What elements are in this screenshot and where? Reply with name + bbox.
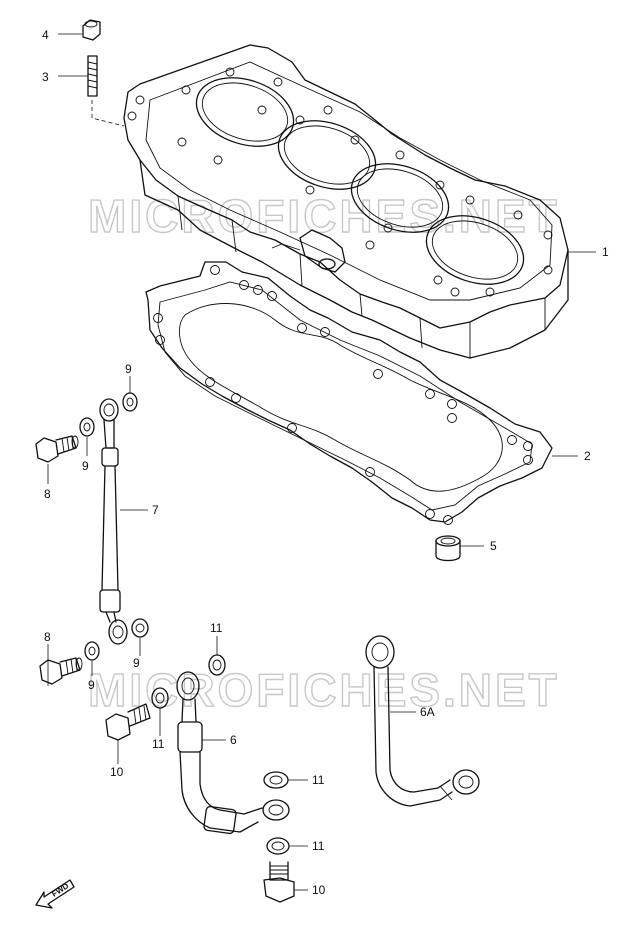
union-bolt[interactable] [35,435,79,463]
watermark-top: MICROFICHES.NET [88,190,560,242]
washer[interactable] [84,641,100,661]
callout-labels: 4 3 1 9 2 9 8 7 5 11 8 9 9 6A 6 11 10 11… [42,28,609,897]
callout-8: 8 [44,487,51,501]
callout-11: 11 [312,839,325,853]
stud-bolt[interactable] [87,55,125,127]
cylinder-base-gasket[interactable] [145,261,553,525]
callout-7: 7 [152,503,159,517]
oil-pipe-alternate[interactable] [365,635,480,807]
callout-9: 9 [133,656,140,670]
callout-9: 9 [88,678,95,692]
washer[interactable] [263,771,289,789]
callout-2: 2 [584,449,591,463]
callout-9: 9 [82,459,89,473]
callout-11: 11 [312,773,325,787]
callout-11: 11 [210,621,223,635]
washer[interactable] [131,618,149,638]
dowel-pin[interactable] [435,535,461,562]
cylinder-block[interactable] [123,44,569,359]
nut[interactable] [82,19,101,41]
callout-10: 10 [110,765,124,779]
callout-3: 3 [42,70,49,84]
washer[interactable] [122,392,138,412]
callout-9: 9 [125,362,132,376]
forward-direction-arrow-icon: FWD [35,879,75,909]
callout-6a: 6A [420,705,435,719]
union-bolt[interactable] [263,861,295,903]
callout-10: 10 [312,883,326,897]
union-bolt[interactable] [39,657,83,685]
callout-5: 5 [490,539,497,553]
oil-hose[interactable] [99,398,128,645]
washer[interactable] [266,837,290,855]
leader-lines [47,33,596,891]
callout-11: 11 [152,737,165,751]
callout-1: 1 [602,245,609,259]
callout-8: 8 [44,630,51,644]
callout-6: 6 [230,733,237,747]
union-bolt[interactable] [105,703,151,741]
washer[interactable] [79,417,95,437]
callout-4: 4 [42,28,49,42]
oil-pipe[interactable] [176,671,290,835]
